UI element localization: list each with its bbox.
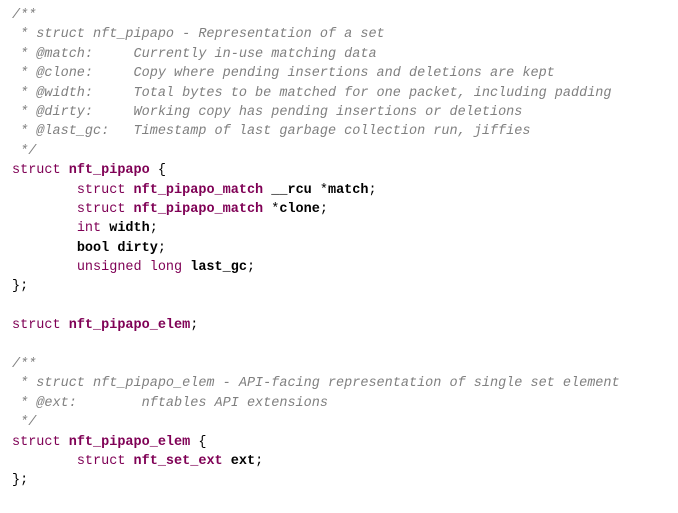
comment-token: */ xyxy=(12,143,37,159)
comment-token: * @clone: Copy where pending insertions … xyxy=(12,66,555,82)
code-line: struct nft_pipapo_match *clone; xyxy=(12,200,620,219)
comment-token: * @last_gc: Timestamp of last garbage co… xyxy=(12,124,531,140)
code-line: int width; xyxy=(12,219,620,238)
code-line: struct nft_pipapo_match __rcu *match; xyxy=(12,181,620,200)
code-line: * struct nft_pipapo_elem - API-facing re… xyxy=(12,374,620,393)
punctuation-token: ; xyxy=(157,240,166,256)
keyword-token: struct xyxy=(76,201,134,217)
keyword-token: struct xyxy=(12,434,69,450)
code-token xyxy=(12,454,77,469)
punctuation-token: ; xyxy=(368,182,377,198)
code-line: struct nft_pipapo_elem { xyxy=(12,433,620,452)
code-line xyxy=(12,297,620,316)
code-line: * @dirty: Working copy has pending inser… xyxy=(12,103,620,122)
identifier-token: clone xyxy=(279,201,320,217)
code-line: */ xyxy=(12,142,620,161)
code-line: * @clone: Copy where pending insertions … xyxy=(12,64,620,83)
punctuation-token: ; xyxy=(190,318,199,334)
comment-token: * struct nft_pipapo - Representation of … xyxy=(12,27,385,43)
comment-token: * @ext: nftables API extensions xyxy=(12,395,328,411)
keyword-token: struct xyxy=(76,182,134,198)
punctuation-token: { xyxy=(190,434,207,450)
code-line: }; xyxy=(12,277,620,296)
comment-token: */ xyxy=(12,415,37,431)
type-token: nft_set_ext xyxy=(133,453,223,469)
code-token: * xyxy=(311,182,328,198)
code-token xyxy=(12,241,77,256)
keyword-token: int xyxy=(76,221,110,237)
code-line: unsigned long last_gc; xyxy=(12,258,620,277)
comment-token: * @dirty: Working copy has pending inser… xyxy=(12,104,523,120)
comment-token: * @match: Currently in-use matching data xyxy=(12,46,377,62)
keyword-token: unsigned long xyxy=(76,260,191,276)
code-token xyxy=(223,454,231,469)
punctuation-token: }; xyxy=(12,473,29,489)
comment-token: /** xyxy=(12,357,37,373)
punctuation-token: ; xyxy=(319,201,328,217)
identifier-token: __rcu xyxy=(271,182,312,198)
code-line: * struct nft_pipapo - Representation of … xyxy=(12,25,620,44)
type-token: nft_pipapo_elem xyxy=(68,318,191,334)
identifier-token: dirty xyxy=(117,240,158,256)
punctuation-token: { xyxy=(149,163,166,179)
code-line: /** xyxy=(12,355,620,374)
punctuation-token: }; xyxy=(12,279,29,295)
code-line: */ xyxy=(12,413,620,432)
code-view: /** * struct nft_pipapo - Representation… xyxy=(12,6,620,491)
code-token xyxy=(12,260,77,275)
code-line: * @ext: nftables API extensions xyxy=(12,394,620,413)
code-token xyxy=(12,221,77,236)
identifier-token: ext xyxy=(230,453,256,469)
punctuation-token: ; xyxy=(246,260,256,276)
code-line: * @width: Total bytes to be matched for … xyxy=(12,84,620,103)
keyword-token: struct xyxy=(12,318,69,334)
punctuation-token: ; xyxy=(149,221,158,237)
type-token: nft_pipapo_match xyxy=(133,182,264,198)
identifier-token: last_gc xyxy=(190,260,247,276)
punctuation-token: ; xyxy=(255,453,264,469)
code-line: bool dirty; xyxy=(12,239,620,258)
type-token: nft_pipapo_match xyxy=(133,201,264,217)
code-line xyxy=(12,336,620,355)
code-line: struct nft_pipapo_elem; xyxy=(12,316,620,335)
keyword-token: struct xyxy=(12,163,69,179)
identifier-token: width xyxy=(109,221,150,237)
comment-token: * struct nft_pipapo_elem - API-facing re… xyxy=(12,376,620,392)
code-line: struct nft_set_ext ext; xyxy=(12,452,620,471)
code-line: * @match: Currently in-use matching data xyxy=(12,45,620,64)
code-line: /** xyxy=(12,6,620,25)
code-token: * xyxy=(263,201,280,217)
comment-token: * @width: Total bytes to be matched for … xyxy=(12,85,612,101)
type-token: nft_pipapo xyxy=(68,163,150,179)
code-token xyxy=(12,183,77,198)
type-token: nft_pipapo_elem xyxy=(68,434,191,450)
keyword-token: struct xyxy=(76,453,134,469)
code-line: struct nft_pipapo { xyxy=(12,161,620,180)
code-line: * @last_gc: Timestamp of last garbage co… xyxy=(12,122,620,141)
identifier-token: bool xyxy=(76,240,110,256)
code-line: }; xyxy=(12,471,620,490)
identifier-token: match xyxy=(327,182,369,198)
code-token xyxy=(12,202,77,217)
comment-token: /** xyxy=(12,8,37,23)
